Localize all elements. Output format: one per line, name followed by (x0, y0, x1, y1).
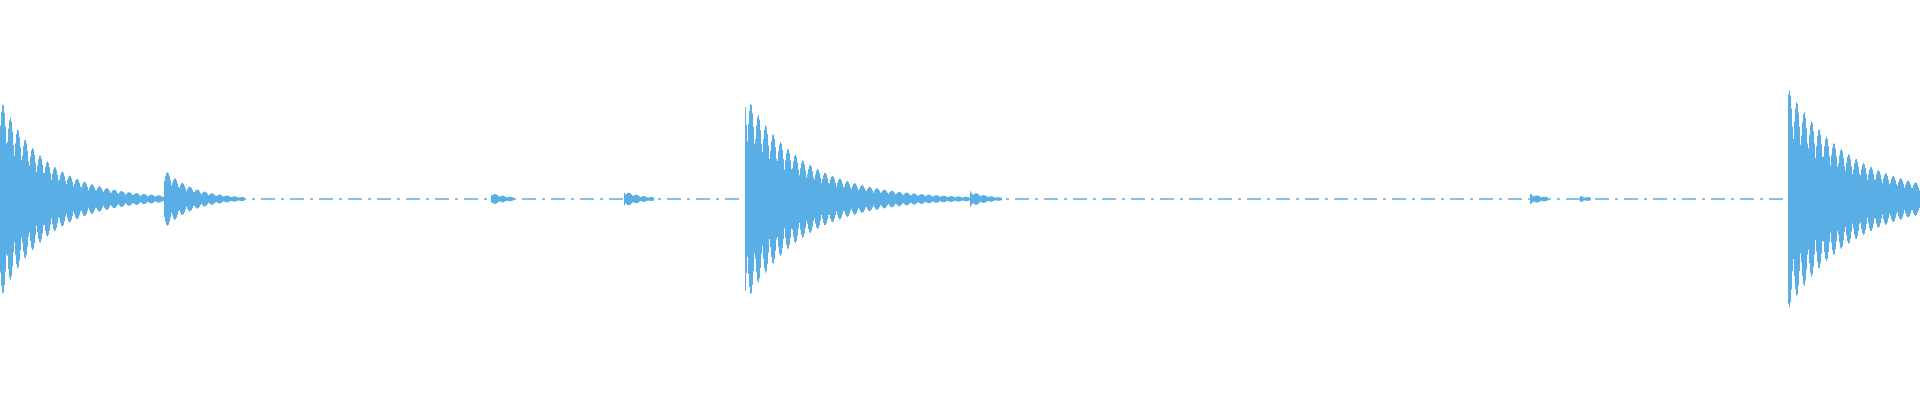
waveform-peak (0, 105, 192, 293)
waveform-peak-shape (0, 105, 192, 293)
waveform-peak (970, 191, 1002, 207)
waveform-peak-shape (1788, 90, 1920, 308)
waveform-peak (491, 194, 514, 204)
waveform-peak (164, 172, 245, 226)
waveform-peak (1530, 194, 1548, 204)
waveform-peak-shape (970, 191, 1002, 207)
waveform-peaks (0, 90, 1920, 308)
waveform-peak-shape (1580, 196, 1591, 202)
waveform-peak (624, 192, 654, 206)
waveform-peak (1788, 90, 1920, 308)
waveform-peak-shape (491, 194, 514, 204)
waveform-peak (1580, 196, 1591, 202)
waveform-peak-shape (164, 172, 245, 226)
waveform-peak-shape (1530, 194, 1548, 204)
waveform-peak-shape (624, 192, 654, 206)
waveform-peak-shape (745, 104, 975, 294)
waveform-peak (745, 104, 975, 294)
